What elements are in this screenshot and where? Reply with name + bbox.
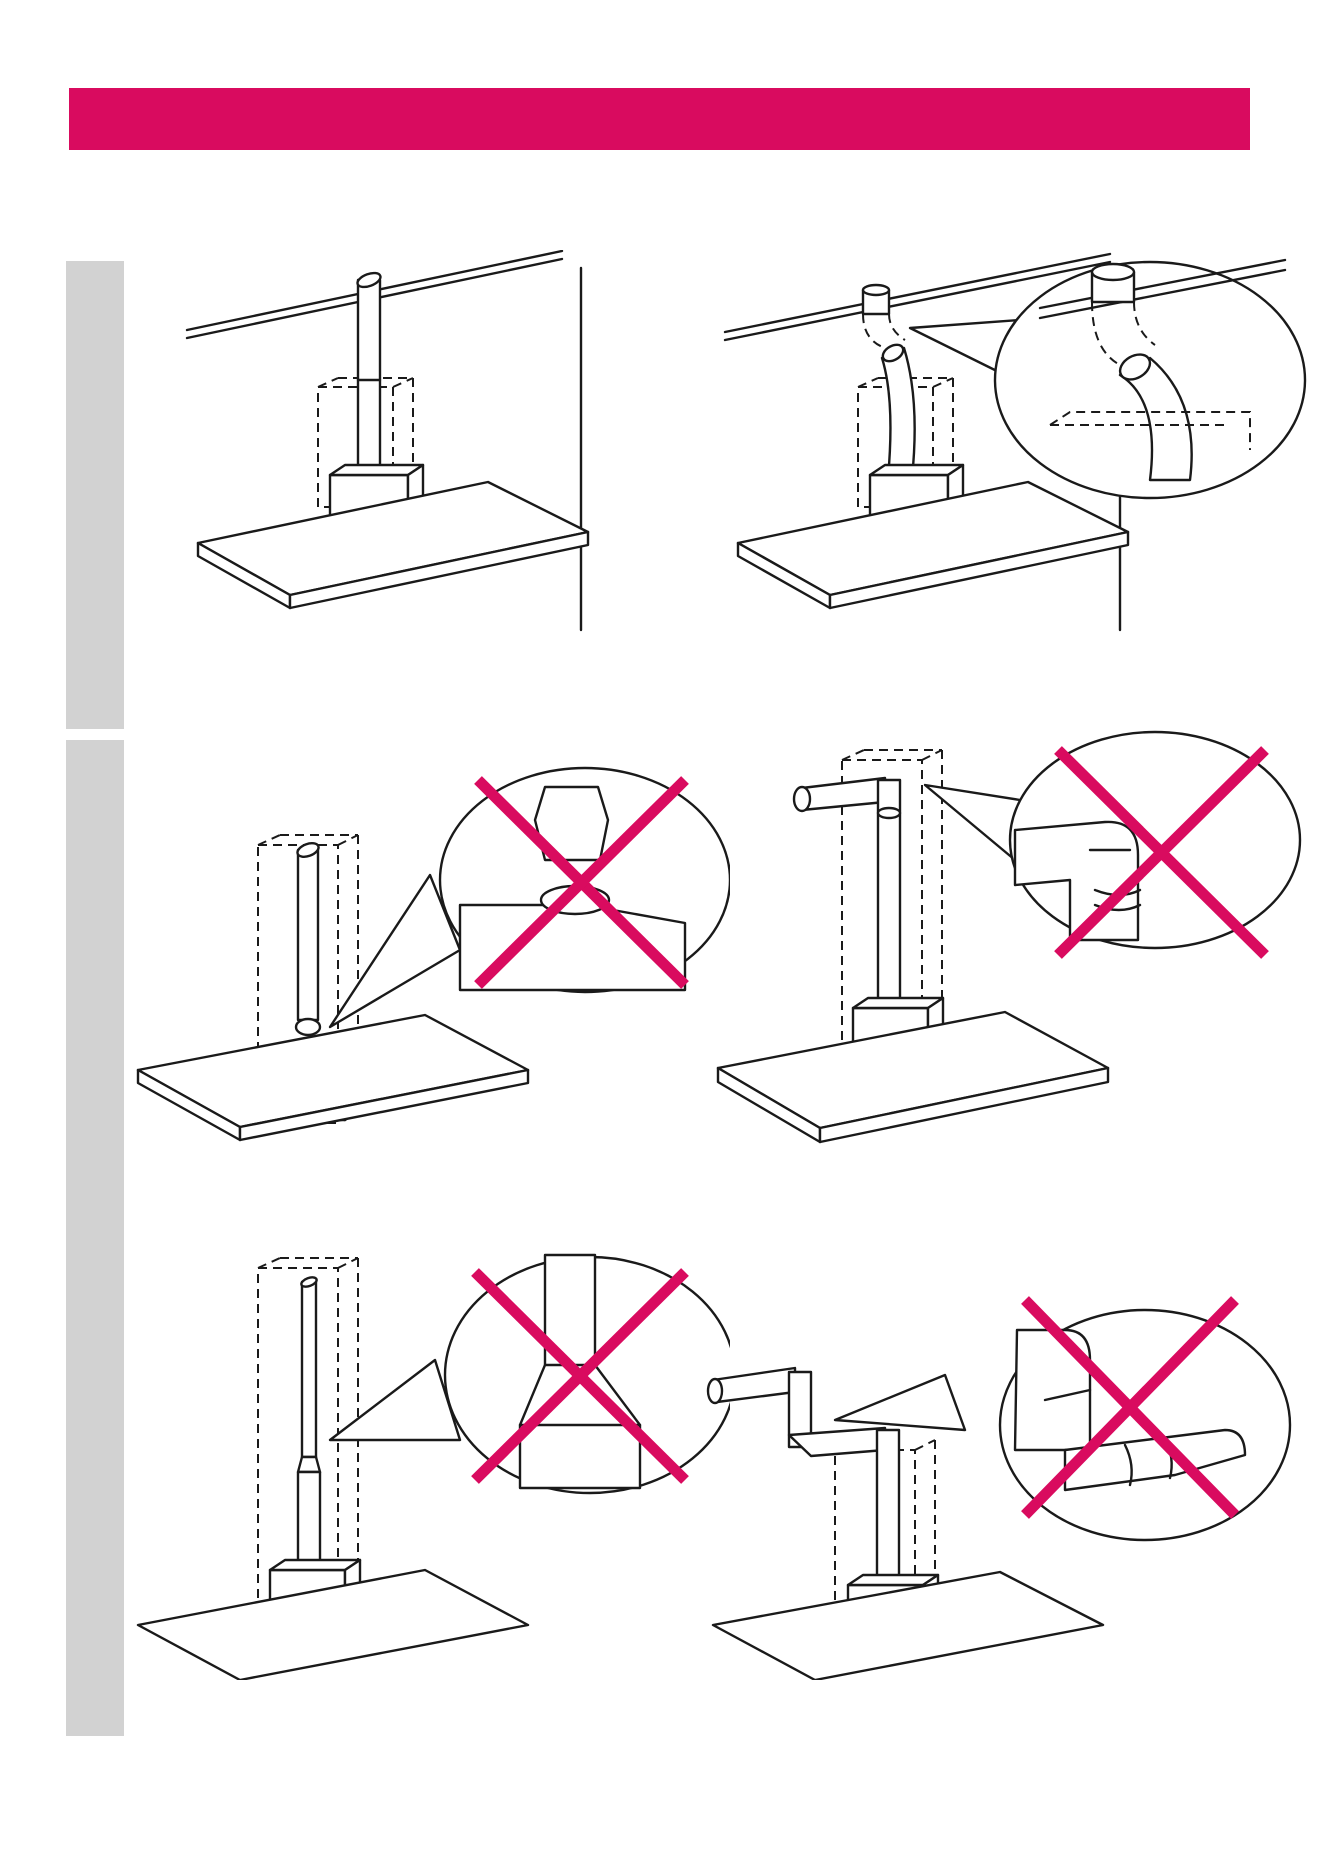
curved-pipe-icon [720, 250, 1310, 640]
kinked-pipe-icon [710, 730, 1310, 1150]
narrowed-pipe-icon [130, 1240, 730, 1680]
figure-2-curved-pipe [720, 250, 1310, 640]
side-tab-incorrect [66, 740, 124, 1736]
straight-pipe-icon [180, 250, 600, 640]
figure-3-detached-pipe [130, 765, 730, 1150]
header-bar [69, 88, 1250, 150]
multi-bend-pipe-icon [705, 1280, 1305, 1680]
side-tab-correct [66, 261, 124, 729]
figure-1-straight-pipe [180, 250, 600, 640]
figure-4-kinked-pipe [710, 730, 1310, 1150]
detached-pipe-icon [130, 765, 730, 1150]
figure-5-narrowed-pipe [130, 1240, 730, 1680]
figure-6-multi-bend-pipe [705, 1280, 1305, 1680]
